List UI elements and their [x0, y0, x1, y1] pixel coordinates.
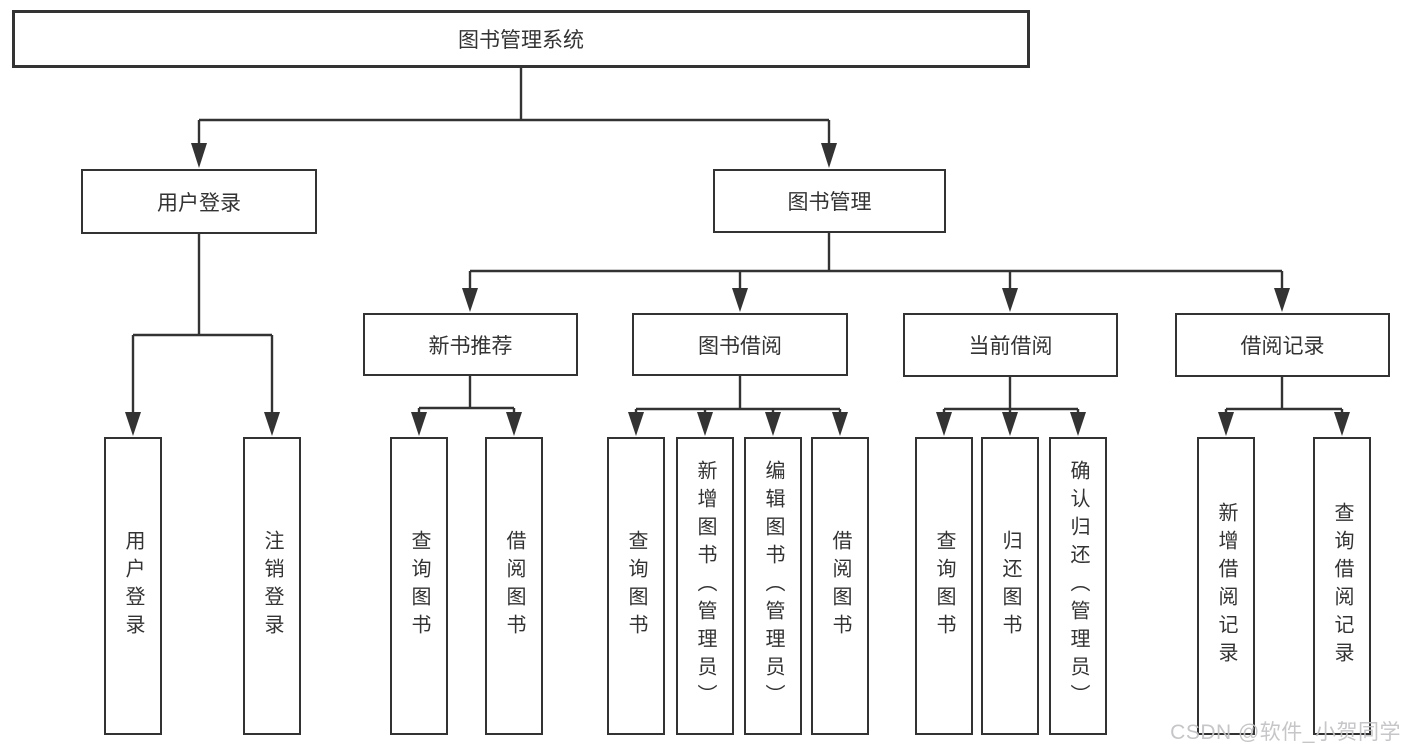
leaf-borrow-query-books: 查询图书	[607, 437, 665, 735]
node-root: 图书管理系统	[12, 10, 1030, 68]
node-borrow-records: 借阅记录	[1175, 313, 1390, 377]
edges-root	[191, 68, 837, 168]
edges-borrow-records	[1218, 377, 1350, 436]
edges-book-borrow	[628, 376, 848, 436]
node-new-book-rec: 新书推荐	[363, 313, 578, 376]
leaf-logout: 注销登录	[243, 437, 301, 735]
node-book-borrow: 图书借阅	[632, 313, 848, 376]
leaf-current-return-books: 归还图书	[981, 437, 1039, 735]
edges-book-mgmt	[462, 233, 1290, 312]
node-current-borrow: 当前借阅	[903, 313, 1118, 377]
watermark: CSDN @软件_小贺同学	[1170, 721, 1401, 744]
leaf-borrow-borrow-books: 借阅图书	[811, 437, 869, 735]
node-user-login: 用户登录	[81, 169, 317, 234]
leaf-recommend-query-books: 查询图书	[390, 437, 448, 735]
leaf-recommend-borrow-books: 借阅图书	[485, 437, 543, 735]
edges-current-borrow	[936, 377, 1086, 436]
leaf-borrow-edit-books: 编辑图书（管理员）	[744, 437, 802, 735]
leaf-borrow-add-books: 新增图书（管理员）	[676, 437, 734, 735]
leaf-user-login: 用户登录	[104, 437, 162, 735]
edges-new-book-rec	[411, 376, 522, 436]
edges-user-login	[125, 234, 280, 436]
leaf-current-confirm-return: 确认归还（管理员）	[1049, 437, 1107, 735]
leaf-records-add-record: 新增借阅记录	[1197, 437, 1255, 735]
leaf-records-query-record: 查询借阅记录	[1313, 437, 1371, 735]
leaf-current-query-books: 查询图书	[915, 437, 973, 735]
node-book-mgmt: 图书管理	[713, 169, 946, 233]
